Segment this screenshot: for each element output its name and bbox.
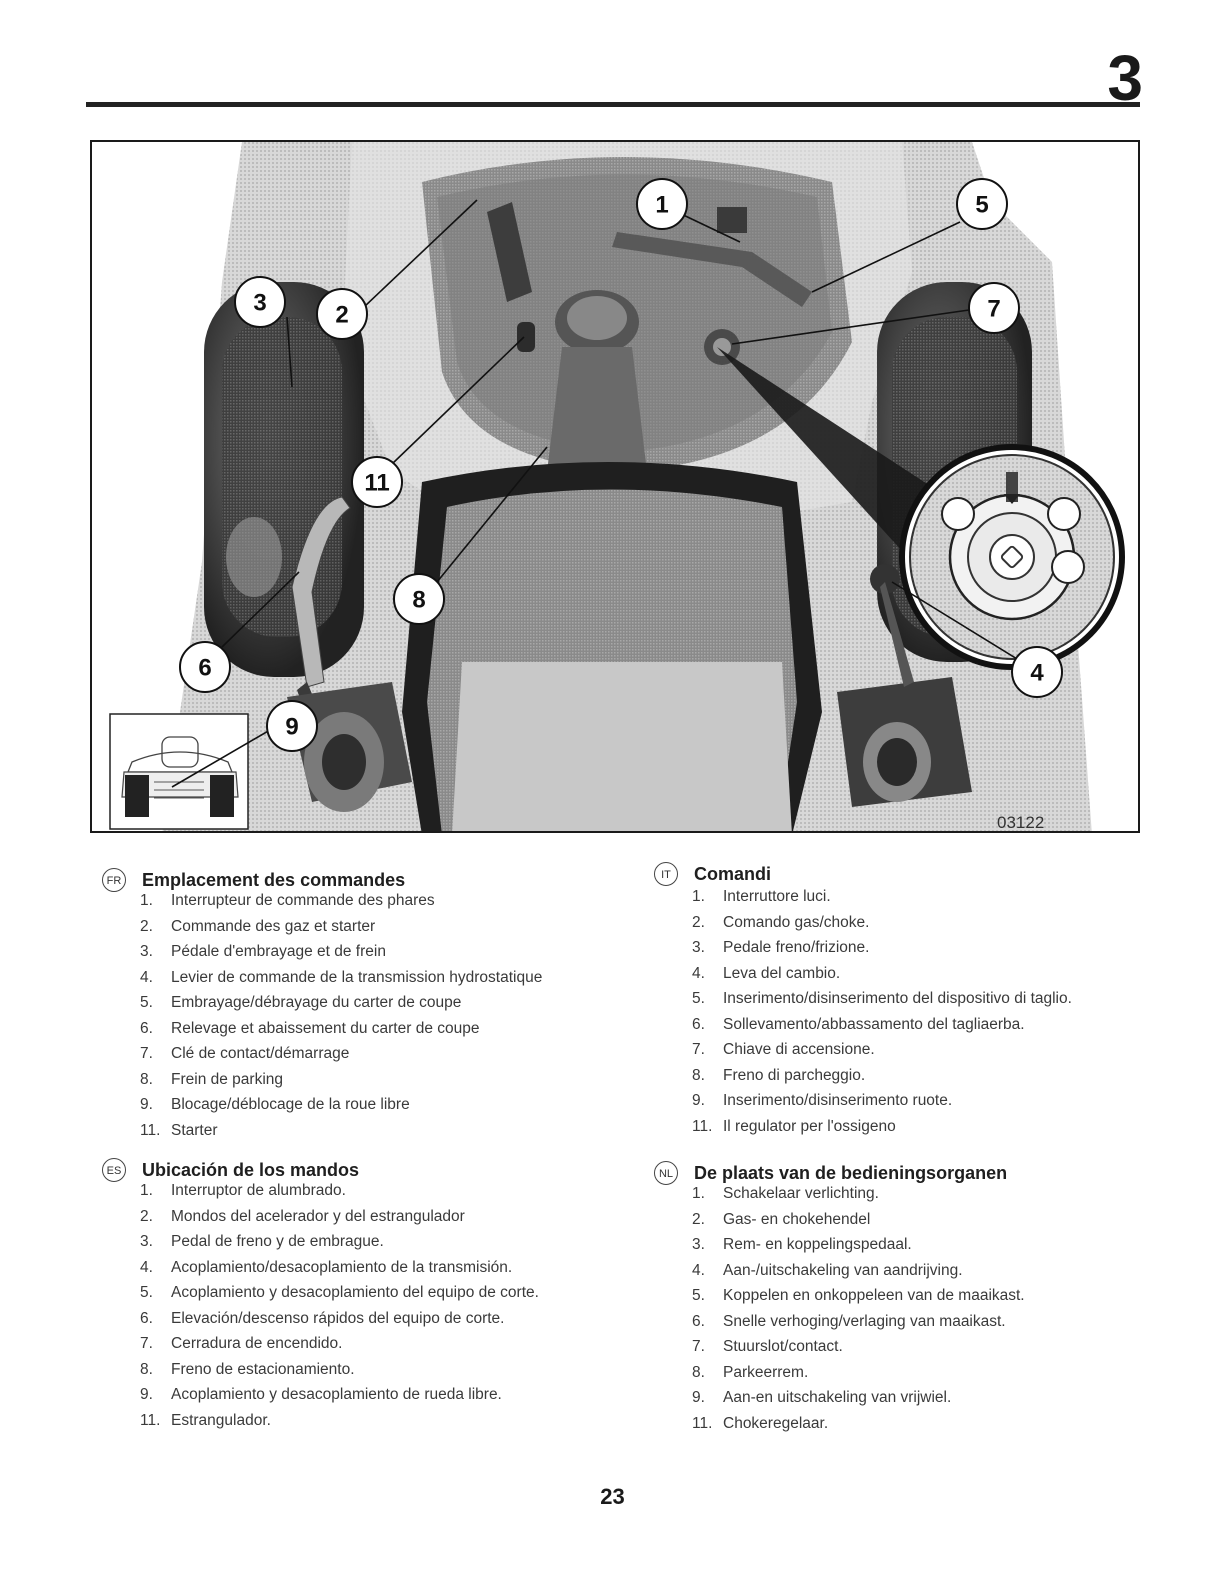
section-it-heading: IT Comandi: [654, 862, 1072, 886]
section-nl-title: De plaats van de bedieningsorganen: [694, 1163, 1008, 1183]
chapter-number: 3: [1107, 42, 1143, 114]
list-item: 1.Schakelaar verlichting.: [692, 1185, 879, 1202]
section-it: IT Comandi 1.Interruttore luci. 2.Comand…: [654, 862, 1072, 1139]
list-item: 3.Pedale freno/frizione.: [692, 939, 870, 956]
list-item: 11.Estrangulador.: [140, 1411, 271, 1429]
list-item: 11.Chokeregelaar.: [692, 1414, 829, 1432]
list-item: 5.Acoplamiento y desacoplamiento del equ…: [140, 1284, 539, 1301]
section-es: ES Ubicación de los mandos 1.Interruptor…: [102, 1158, 539, 1433]
list-item: 2.Mondos del acelerador y del estrangula…: [140, 1207, 465, 1225]
list-item: 8.Frein de parking: [140, 1070, 284, 1088]
list-item: 11.Starter: [140, 1121, 218, 1139]
list-item: 1.Interruptor de alumbrado.: [140, 1182, 346, 1199]
section-fr-title: Emplacement des commandes: [142, 870, 406, 890]
list-item: 2.Comando gas/choke.: [692, 913, 870, 931]
lang-badge-it: IT: [654, 862, 678, 886]
figure-code: 03122: [997, 813, 1044, 832]
list-item: 1.Interrupteur de commande des phares: [140, 892, 435, 909]
list-item: 4.Acoplamiento/desacoplamiento de la tra…: [140, 1258, 513, 1276]
section-es-title: Ubicación de los mandos: [142, 1160, 360, 1180]
list-item: 3.Pedal de freno y de embrague.: [140, 1233, 384, 1250]
callout-7: 7: [987, 296, 1000, 323]
section-it-list: 1.Interruttore luci. 2.Comando gas/choke…: [664, 884, 1072, 1139]
callout-9: 9: [285, 714, 298, 741]
list-item: 1.Interruttore luci.: [692, 888, 831, 905]
section-fr: FR Emplacement des commandes 1.Interrupt…: [102, 868, 542, 1143]
list-item: 7.Stuurslot/contact.: [692, 1338, 843, 1355]
section-es-list: 1.Interruptor de alumbrado. 2.Mondos del…: [112, 1178, 539, 1433]
list-item: 6.Snelle verhoging/verlaging van maaikas…: [692, 1312, 1006, 1330]
list-item: 7.Clé de contact/démarrage: [140, 1045, 350, 1062]
section-it-title: Comandi: [694, 864, 772, 884]
list-item: 8.Freno di parcheggio.: [692, 1066, 866, 1084]
list-item: 7.Cerradura de encendido.: [140, 1335, 343, 1352]
list-item: 9.Blocage/déblocage de la roue libre: [140, 1096, 410, 1113]
list-item: 9.Aan-en uitschakeling van vrijwiel.: [692, 1389, 952, 1406]
list-item: 6.Relevage et abaissement du carter de c…: [140, 1019, 480, 1037]
section-fr-list: 1.Interrupteur de commande des phares 2.…: [112, 888, 542, 1143]
lang-badge-nl: NL: [654, 1161, 678, 1185]
list-item: 6.Sollevamento/abbassamento del tagliaer…: [692, 1015, 1025, 1033]
lang-badge-fr: FR: [102, 868, 126, 892]
list-item: 4.Aan-/uitschakeling van aandrijving.: [692, 1261, 963, 1279]
list-item: 9.Acoplamiento y desacoplamiento de rued…: [140, 1386, 502, 1403]
list-item: 11.Il regulator per l'ossigeno: [692, 1117, 896, 1135]
section-fr-heading: FR Emplacement des commandes: [102, 868, 542, 892]
callout-6: 6: [198, 655, 211, 682]
header-rule: [86, 102, 1140, 107]
list-item: 8.Freno de estacionamiento.: [140, 1360, 355, 1378]
callout-5: 5: [975, 192, 988, 219]
list-item: 2.Gas- en chokehendel: [692, 1210, 871, 1228]
callout-8: 8: [412, 587, 425, 614]
page-number: 23: [600, 1484, 625, 1509]
list-item: 7.Chiave di accensione.: [692, 1041, 875, 1058]
list-item: 5.Embrayage/débrayage du carter de coupe: [140, 994, 462, 1011]
section-es-heading: ES Ubicación de los mandos: [102, 1158, 539, 1182]
list-item: 5.Inserimento/disinserimento del disposi…: [692, 990, 1072, 1007]
section-nl-heading: NL De plaats van de bedieningsorganen: [654, 1161, 1025, 1185]
callout-2: 2: [335, 302, 348, 329]
list-item: 6.Elevación/descenso rápidos del equipo …: [140, 1309, 505, 1327]
callout-4: 4: [1030, 660, 1044, 687]
section-nl-list: 1.Schakelaar verlichting. 2.Gas- en chok…: [664, 1181, 1025, 1436]
list-item: 5.Koppelen en onkoppeleen van de maaikas…: [692, 1287, 1025, 1304]
lang-badge-es: ES: [102, 1158, 126, 1182]
controls-figure: 1 2 3 4 5 6 7 8 9 11 03122: [90, 140, 1140, 833]
list-item: 9.Inserimento/disinserimento ruote.: [692, 1092, 953, 1109]
mower-illustration: 1 2 3 4 5 6 7 8 9 11 03122: [109, 142, 1125, 832]
list-item: 2.Commande des gaz et starter: [140, 917, 376, 935]
callout-11: 11: [364, 470, 389, 497]
list-item: 3.Pédale d'embrayage et de frein: [140, 943, 386, 960]
section-nl: NL De plaats van de bedieningsorganen 1.…: [654, 1161, 1025, 1436]
callout-1: 1: [655, 192, 668, 219]
callout-3: 3: [253, 290, 266, 317]
list-item: 4.Leva del cambio.: [692, 964, 841, 982]
list-item: 3.Rem- en koppelingspedaal.: [692, 1236, 912, 1253]
list-item: 8.Parkeerrem.: [692, 1363, 809, 1381]
list-item: 4.Levier de commande de la transmission …: [140, 968, 543, 986]
